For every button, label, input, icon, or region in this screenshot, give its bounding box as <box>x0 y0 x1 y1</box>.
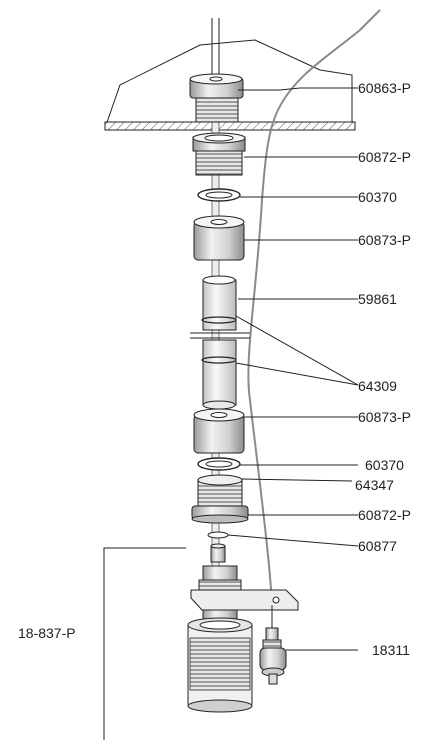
part-float-lower <box>201 339 237 410</box>
part-60872-P-upper <box>192 132 246 176</box>
part-60370-lower <box>197 457 241 471</box>
label-60877: 60877 <box>358 538 397 554</box>
label-60873-P: 60873-P <box>358 232 411 248</box>
label-60370: 60370 <box>358 189 397 205</box>
label-18-837-P: 18-837-P <box>18 625 76 641</box>
part-18-837-P-body <box>187 565 299 713</box>
label-60872-P: 60872-P <box>358 149 411 165</box>
label-64309: 64309 <box>358 378 397 394</box>
part-60877 <box>207 531 229 563</box>
label-59861: 59861 <box>358 291 397 307</box>
part-18311-connector <box>259 605 287 685</box>
label-64347: 64347 <box>355 477 394 493</box>
part-60872-P-lower <box>191 474 249 524</box>
label-60863-P: 60863-P <box>358 80 411 96</box>
part-60863-P <box>189 73 244 123</box>
part-60370-upper <box>197 188 241 202</box>
label-18311: 18311 <box>372 642 410 658</box>
part-60873-P-upper <box>193 215 245 261</box>
label-60873-P-2: 60873-P <box>358 409 411 425</box>
break-marks <box>190 332 250 339</box>
label-60370-2: 60370 <box>365 457 404 473</box>
label-60872-P-2: 60872-P <box>358 507 411 523</box>
part-59861-float <box>201 275 237 331</box>
leader-lines <box>103 87 359 740</box>
signal-cable <box>247 9 381 606</box>
part-60873-P-lower <box>193 408 245 454</box>
